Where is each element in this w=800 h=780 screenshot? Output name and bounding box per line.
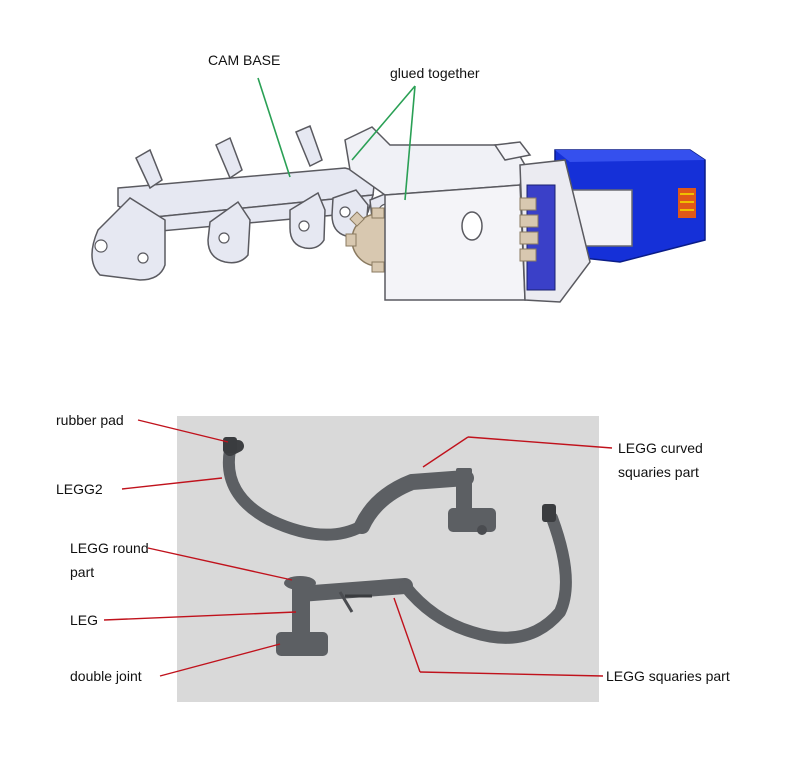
leg-parts-photo	[103, 416, 613, 702]
leg-label: LEG	[70, 612, 99, 628]
rubber-pad-label: rubber pad	[56, 412, 124, 428]
legg2-label: LEGG2	[56, 481, 103, 497]
cam-assembly-diagram	[91, 77, 706, 303]
lower-leg-part	[292, 512, 572, 644]
inner-gear	[519, 197, 539, 262]
upper-joint	[448, 468, 496, 535]
glued-together-label: glued together	[390, 65, 480, 81]
rubber-pad-upper	[223, 437, 237, 453]
legg-squaries-part-label: LEGG squaries part	[606, 668, 730, 684]
legg-curved-label-line1: LEGG curved	[618, 440, 703, 456]
rubber-pad-lower	[542, 504, 556, 522]
housing-hole	[461, 211, 483, 241]
red-leader-lines	[103, 419, 613, 677]
cam-base-label: CAM BASE	[208, 52, 281, 68]
lower-joint	[276, 576, 328, 656]
legg-round-part-label-line1: LEGG round	[70, 540, 149, 556]
cam-housing	[344, 126, 591, 303]
double-joint-label: double joint	[70, 668, 142, 684]
green-leader-lines	[257, 77, 416, 201]
legg-round-part-label-line2: part	[70, 564, 95, 580]
legg-curved-label-line2: squaries part	[618, 464, 699, 480]
